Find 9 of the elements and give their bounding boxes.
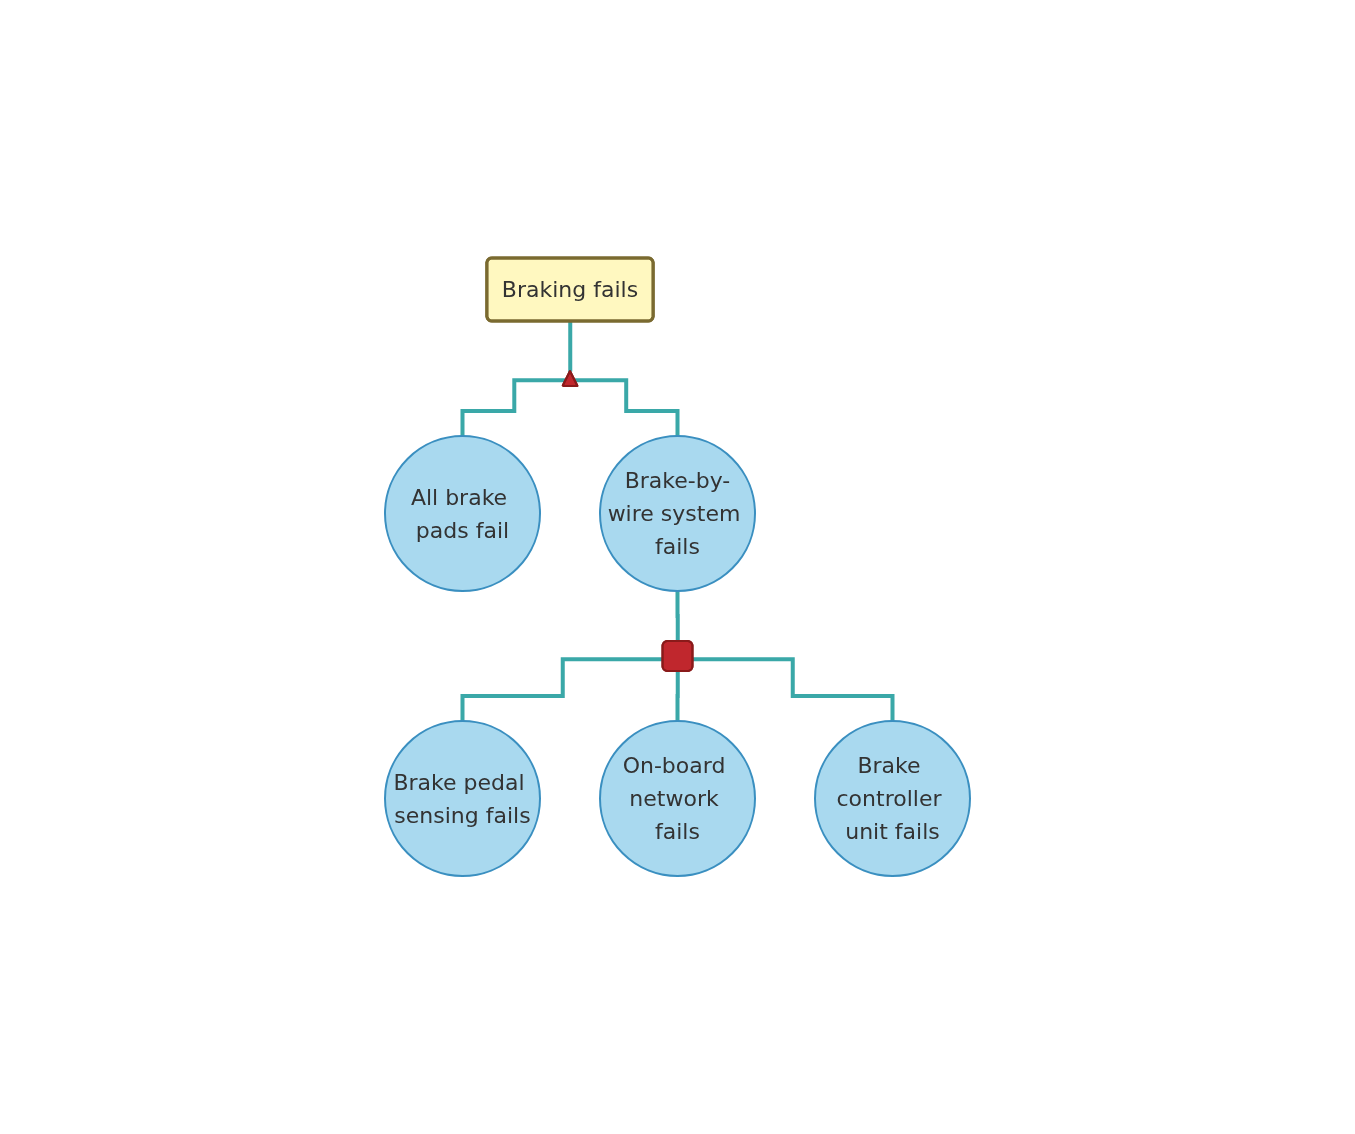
connector — [574, 378, 680, 438]
connector — [460, 657, 663, 723]
node-circle: Brake-by-wire system fails — [599, 435, 756, 592]
node-circle: Brake pedal sensing fails — [384, 720, 541, 877]
connector — [460, 378, 567, 438]
node-circle: On-board network fails — [599, 720, 756, 877]
connector — [693, 657, 895, 723]
node-circle: All brake pads fail — [384, 435, 541, 592]
node-circle: Brake controller unit fails — [814, 720, 971, 877]
